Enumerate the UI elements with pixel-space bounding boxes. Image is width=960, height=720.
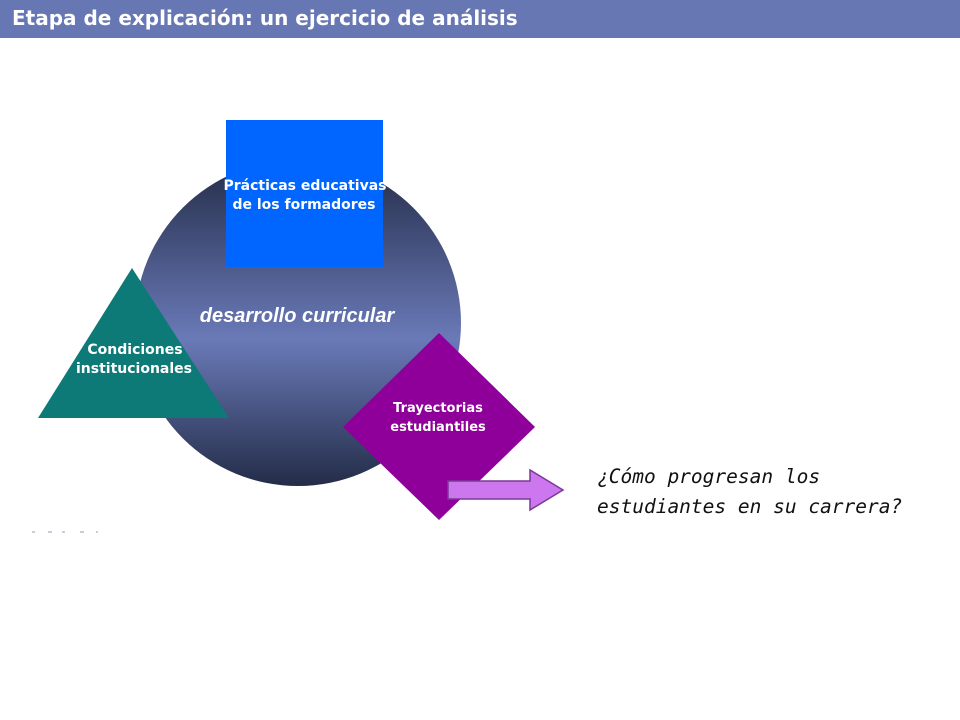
trayectorias-label-line1: Trayectorias xyxy=(393,401,483,416)
slide-title: Etapa de explicación: un ejercicio de an… xyxy=(12,6,518,30)
practicas-box xyxy=(226,120,383,267)
question-line1: ¿Cómo progresan los xyxy=(597,465,821,488)
faint-marks xyxy=(32,531,98,533)
condiciones-triangle xyxy=(38,268,229,418)
condiciones-label-line2: institucionales xyxy=(76,361,192,377)
question-line2: estudiantes en su carrera? xyxy=(597,495,903,518)
condiciones-label-line1: Condiciones xyxy=(87,342,182,358)
question-text: ¿Cómo progresan los estudiantes en su ca… xyxy=(597,462,917,522)
practicas-label-line2: de los formadores xyxy=(232,197,375,213)
trayectorias-diamond xyxy=(343,333,535,520)
center-label: desarrollo curricular xyxy=(200,305,396,327)
arrow-right-icon xyxy=(447,468,565,512)
trayectorias-label-line2: estudiantiles xyxy=(390,420,486,435)
practicas-label-line1: Prácticas educativas xyxy=(224,178,387,194)
title-bar: Etapa de explicación: un ejercicio de an… xyxy=(0,0,960,38)
